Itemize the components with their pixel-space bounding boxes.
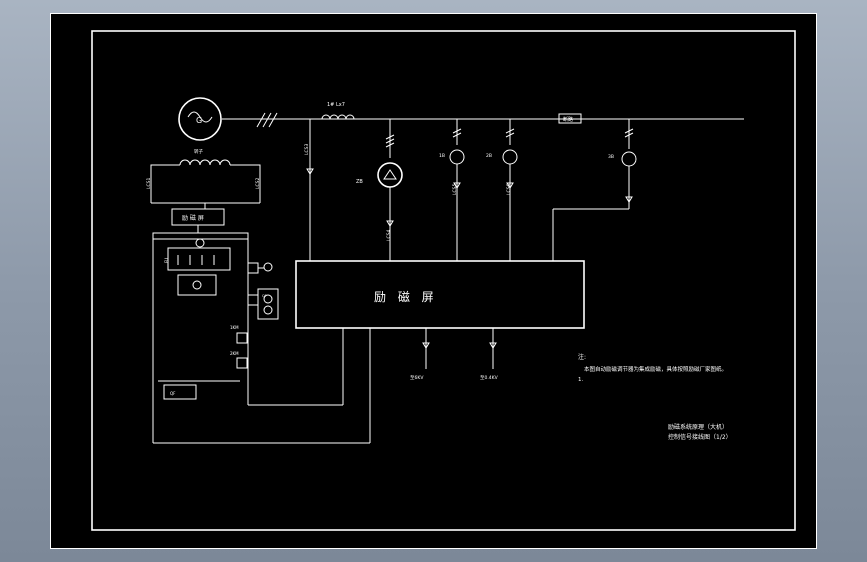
generator-label: G [196, 116, 202, 125]
small-2b-label: QF [170, 391, 176, 396]
inner-frame [91, 30, 796, 531]
notes-heading: 注: [578, 353, 586, 361]
lcs-tf-label: LCS4 [386, 229, 392, 241]
lcs-far-label: LCS6 [506, 183, 512, 195]
breaker-box [558, 113, 582, 124]
small-excitation-panel-label: 励 磁 屏 [182, 214, 204, 222]
tf-main-symbol [377, 162, 403, 188]
switch-b-label: 2KM [230, 351, 239, 356]
schematic-diagram: G 1# Lx7 LCS3 ZB LCS4 1B LCS5 2B LCS6 断路… [50, 13, 817, 549]
title-line-1: 励磁系统原理（大机） [668, 423, 728, 431]
lcs-right-tf-label: LCS5 [452, 183, 458, 195]
breaker-box-label: 断路 [563, 116, 573, 123]
tf-1-symbol [449, 149, 465, 165]
tf-1-label: 1B [439, 153, 445, 159]
reactor-coil [321, 114, 355, 120]
tf-2-symbol [502, 149, 518, 165]
rotor-winding [179, 159, 231, 166]
rotor-label: 转子 [194, 148, 203, 155]
relay-coil-bottom [192, 280, 202, 290]
out-left-label: 至6KV [410, 375, 424, 381]
small-1-label: FU [164, 258, 169, 263]
contactor-2 [247, 294, 259, 306]
reactor-label: 1# Lx7 [327, 102, 345, 108]
relay-coil-top [195, 238, 205, 248]
generator-symbol [178, 97, 222, 141]
generator-wave-icon [187, 111, 213, 123]
title-line-2: 控制信号接线图（1/2） [668, 433, 732, 441]
switch-a [236, 332, 248, 344]
excitation-panel-label: 励 磁 屏 [374, 289, 438, 304]
notes-line-2: 1. [578, 377, 583, 383]
drawing-sheet: G 1# Lx7 LCS3 ZB LCS4 1B LCS5 2B LCS6 断路… [50, 13, 817, 549]
lcs-bus-label: LCS3 [304, 143, 310, 155]
tf-3-label: 3B [608, 154, 614, 160]
lcs-left-label: LCS1 [146, 177, 152, 189]
out-right-label: 至0.4KV [480, 375, 499, 381]
lower-left-device [163, 384, 197, 400]
notes-line-1: 本图自动励磁调节器为集成励磁，具体按照励磁厂家图纸。 [584, 365, 727, 373]
tf-main-label: ZB [356, 179, 363, 185]
tf-3-symbol [621, 151, 637, 167]
excitation-panel [295, 260, 585, 329]
switch-b [236, 357, 248, 369]
bus-slash-2 [262, 112, 272, 128]
tf-main-arrow [386, 220, 394, 227]
bus-slash-1 [256, 112, 266, 128]
left-feeder-arrow [306, 168, 314, 175]
lcs-right-label: LCS2 [255, 177, 261, 189]
switch-a-label: 1KM [230, 325, 239, 330]
contactor-1 [247, 262, 259, 274]
tf-2-label: 2B [486, 153, 492, 159]
outer-frame [50, 13, 817, 549]
small-2-label: QF [262, 294, 267, 298]
bus-slash-3 [268, 112, 278, 128]
